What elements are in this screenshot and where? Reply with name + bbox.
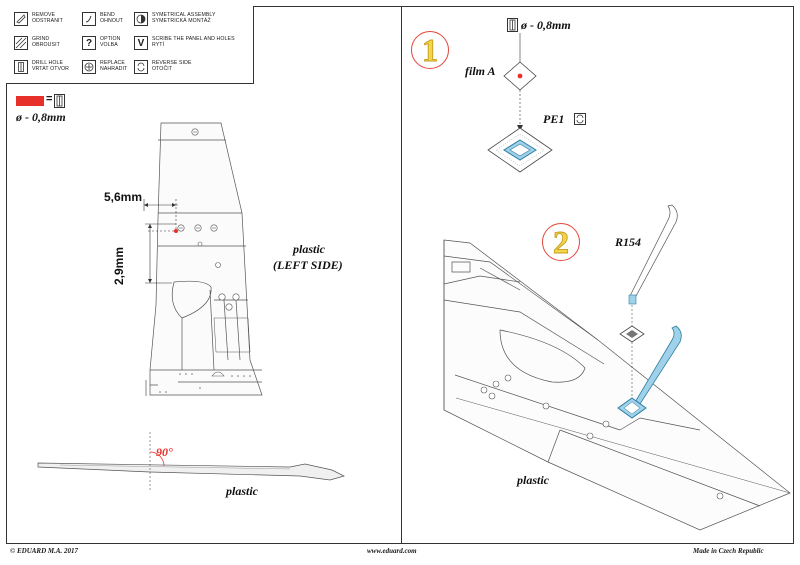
step-2-marker: 2 — [542, 223, 580, 261]
step-1-drill-diameter: ø - 0,8mm — [521, 18, 571, 32]
pe1-label: PE1 — [543, 112, 565, 126]
replace-icon — [82, 60, 96, 74]
reverse-side-icon — [574, 113, 586, 125]
drill-hole-icon — [54, 94, 65, 108]
film-a-label: film A — [465, 64, 496, 78]
scribe-icon: V — [134, 36, 148, 50]
instruction-page — [6, 6, 794, 544]
drill-hole-icon — [14, 60, 28, 74]
left-side-note: (LEFT SIDE) — [273, 258, 343, 272]
drill-hole-icon — [507, 18, 518, 32]
option-icon: ? — [82, 36, 96, 50]
symmetrical-assembly-icon — [134, 12, 148, 26]
step-1-marker: 1 — [411, 31, 449, 69]
bend-icon — [82, 12, 96, 26]
remove-icon — [14, 12, 28, 26]
dimension-width: 5,6mm — [104, 190, 143, 204]
plastic-note-right: plastic — [517, 473, 549, 487]
plastic-note-left: plastic — [293, 242, 325, 256]
drill-key-equals: = — [46, 93, 53, 105]
angle-label: 90° — [156, 445, 173, 459]
drill-key-diameter: ø - 0,8mm — [16, 110, 66, 124]
grind-icon — [14, 36, 28, 50]
footer-website: www.eduard.com — [367, 547, 417, 555]
r154-label: R154 — [615, 235, 642, 249]
page-divider — [401, 6, 402, 544]
plastic-note-strip: plastic — [226, 484, 258, 498]
reverse-side-icon — [134, 60, 148, 74]
footer-copyright: © EDUARD M.A. 2017 — [10, 547, 79, 555]
drill-key-red-swatch — [16, 96, 44, 106]
footer-made-in: Made in Czech Republic — [693, 547, 764, 555]
